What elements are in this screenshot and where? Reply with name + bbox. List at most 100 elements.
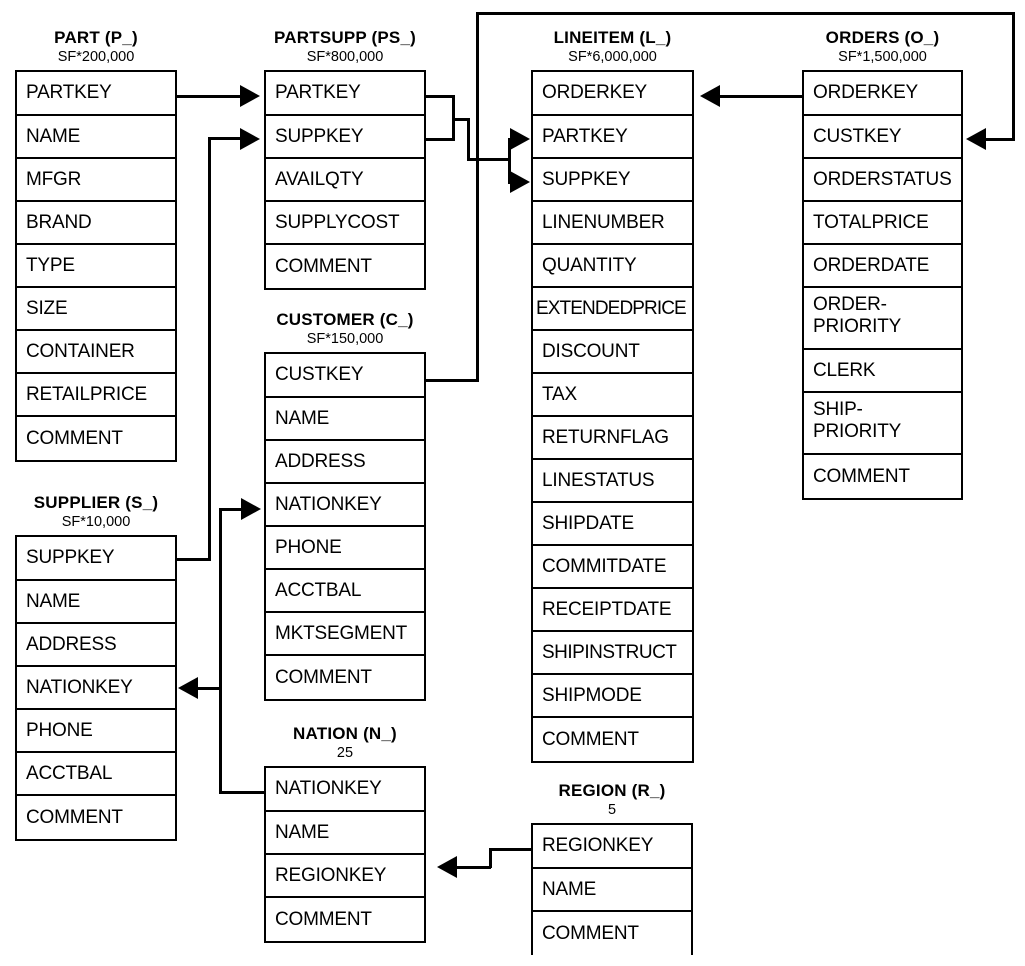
connector-nation-supplier-seg bbox=[196, 687, 222, 690]
table-supplier-box: SUPPKEY NAME ADDRESS NATIONKEY PHONE ACC… bbox=[15, 535, 177, 841]
table-customer-cardinality: SF*150,000 bbox=[306, 331, 384, 347]
connector-orders-lineitem-arrow bbox=[700, 85, 720, 107]
column-lineitem-quantity: QUANTITY bbox=[533, 245, 692, 288]
table-lineitem-title: LINEITEM (L_) bbox=[553, 28, 672, 47]
table-partsupp: PARTSUPP (PS_) SF*800,000 PARTKEY SUPPKE… bbox=[264, 28, 426, 290]
table-part: PART (P_) SF*200,000 PARTKEY NAME MFGR B… bbox=[15, 28, 177, 462]
column-lineitem-extendedprice: EXTENDEDPRICE bbox=[533, 288, 692, 331]
column-lineitem-partkey: PARTKEY bbox=[533, 116, 692, 159]
column-orders-custkey: CUSTKEY bbox=[804, 116, 961, 159]
column-orders-orderkey: ORDERKEY bbox=[804, 72, 961, 116]
table-orders: ORDERS (O_) SF*1,500,000 ORDERKEY CUSTKE… bbox=[802, 28, 963, 500]
column-partsupp-partkey: PARTKEY bbox=[266, 72, 424, 116]
column-supplier-acctbal: ACCTBAL bbox=[17, 753, 175, 796]
column-customer-custkey: CUSTKEY bbox=[266, 354, 424, 398]
column-part-retailprice: RETAILPRICE bbox=[17, 374, 175, 417]
column-customer-comment: COMMENT bbox=[275, 666, 372, 688]
column-part-mfgr: MFGR bbox=[17, 159, 175, 202]
connector-supplier-partsupp-arrow bbox=[240, 128, 260, 150]
column-part-comment: COMMENT bbox=[26, 427, 123, 449]
column-part-size: SIZE bbox=[17, 288, 175, 331]
column-nation-regionkey: REGIONKEY bbox=[266, 855, 424, 898]
table-supplier: SUPPLIER (S_) SF*10,000 SUPPKEY NAME ADD… bbox=[15, 493, 177, 841]
column-orders-shippriority-line1: SHIP- bbox=[813, 399, 863, 420]
column-region-comment: COMMENT bbox=[542, 922, 639, 944]
connector-customer-orders-seg3 bbox=[476, 12, 1015, 15]
column-customer-nationkey: NATIONKEY bbox=[266, 484, 424, 527]
column-orders-orderpriority-line2: PRIORITY bbox=[813, 316, 902, 337]
table-supplier-title: SUPPLIER (S_) bbox=[33, 493, 159, 512]
table-lineitem-cardinality: SF*6,000,000 bbox=[568, 49, 657, 65]
column-orders-shippriority: SHIP- PRIORITY bbox=[804, 393, 961, 455]
column-lineitem-shipinstruct: SHIPINSTRUCT bbox=[533, 632, 692, 675]
column-lineitem-returnflag: RETURNFLAG bbox=[533, 417, 692, 460]
table-part-box: PARTKEY NAME MFGR BRAND TYPE SIZE CONTAI… bbox=[15, 70, 177, 462]
connector-supplier-partsupp-seg1 bbox=[177, 558, 211, 561]
connector-region-nation-arrow bbox=[437, 856, 457, 878]
connector-partsupp-lineitem-seg6 bbox=[467, 158, 511, 161]
column-partsupp-availqty: AVAILQTY bbox=[266, 159, 424, 202]
table-region: REGION (R_) 5 REGIONKEY NAME COMMENT bbox=[531, 781, 693, 955]
column-lineitem-commitdate: COMMITDATE bbox=[533, 546, 692, 589]
table-lineitem-box: ORDERKEY PARTKEY SUPPKEY LINENUMBER QUAN… bbox=[531, 70, 694, 763]
column-lineitem-receiptdate: RECEIPTDATE bbox=[533, 589, 692, 632]
column-orders-comment: COMMENT bbox=[813, 465, 910, 487]
connector-nation-customer-seg bbox=[219, 508, 247, 511]
column-lineitem-suppkey: SUPPKEY bbox=[533, 159, 692, 202]
column-region-regionkey: REGIONKEY bbox=[533, 825, 691, 869]
connector-partsupp-lineitem-seg5 bbox=[467, 118, 470, 161]
column-customer-mktsegment: MKTSEGMENT bbox=[266, 613, 424, 656]
column-lineitem-tax: TAX bbox=[533, 374, 692, 417]
connector-partsupp-lineitem-partkey-arrow bbox=[510, 128, 530, 150]
column-supplier-phone: PHONE bbox=[17, 710, 175, 753]
connector-partsupp-lineitem-suppkey-arrow bbox=[510, 171, 530, 193]
table-nation-box: NATIONKEY NAME REGIONKEY COMMENT bbox=[264, 766, 426, 943]
column-orders-orderpriority-line1: ORDER- bbox=[813, 294, 887, 315]
connector-partsupp-lineitem-seg4 bbox=[452, 118, 470, 121]
table-lineitem: LINEITEM (L_) SF*6,000,000 ORDERKEY PART… bbox=[531, 28, 694, 763]
connector-supplier-partsupp-seg2 bbox=[208, 137, 211, 561]
connector-partsupp-lineitem-seg7 bbox=[508, 138, 511, 184]
table-customer-title: CUSTOMER (C_) bbox=[276, 310, 414, 329]
column-orders-orderstatus: ORDERSTATUS bbox=[804, 159, 961, 202]
column-orders-orderdate: ORDERDATE bbox=[804, 245, 961, 288]
table-partsupp-title: PARTSUPP (PS_) bbox=[274, 28, 416, 47]
table-orders-cardinality: SF*1,500,000 bbox=[838, 49, 927, 65]
connector-orders-lineitem-line bbox=[718, 95, 804, 98]
column-lineitem-shipmode: SHIPMODE bbox=[533, 675, 692, 718]
connector-customer-orders-seg5 bbox=[985, 138, 1015, 141]
connector-customer-orders-seg1 bbox=[426, 379, 479, 382]
table-part-cardinality: SF*200,000 bbox=[57, 49, 135, 65]
column-part-type: TYPE bbox=[17, 245, 175, 288]
table-orders-box: ORDERKEY CUSTKEY ORDERSTATUS TOTALPRICE … bbox=[802, 70, 963, 500]
column-supplier-comment: COMMENT bbox=[26, 806, 123, 828]
column-part-container: CONTAINER bbox=[17, 331, 175, 374]
connector-partsupp-lineitem-seg3 bbox=[426, 138, 455, 141]
connector-part-partsupp-arrow bbox=[240, 85, 260, 107]
column-supplier-address: ADDRESS bbox=[17, 624, 175, 667]
table-nation-title: NATION (N_) bbox=[293, 724, 397, 743]
connector-nation-customer-arrow bbox=[241, 498, 261, 520]
column-region-name: NAME bbox=[533, 869, 691, 912]
table-supplier-cardinality: SF*10,000 bbox=[61, 514, 131, 530]
column-lineitem-discount: DISCOUNT bbox=[533, 331, 692, 374]
column-lineitem-shipdate: SHIPDATE bbox=[533, 503, 692, 546]
column-part-name: NAME bbox=[17, 116, 175, 159]
column-nation-nationkey: NATIONKEY bbox=[266, 768, 424, 812]
column-nation-name: NAME bbox=[266, 812, 424, 855]
table-nation: NATION (N_) 25 NATIONKEY NAME REGIONKEY … bbox=[264, 724, 426, 943]
table-region-box: REGIONKEY NAME COMMENT bbox=[531, 823, 693, 955]
connector-nation-seg2 bbox=[219, 508, 222, 794]
connector-region-nation-seg2 bbox=[489, 848, 492, 868]
table-partsupp-cardinality: SF*800,000 bbox=[306, 49, 384, 65]
column-nation-comment: COMMENT bbox=[275, 908, 372, 930]
connector-part-partsupp-line bbox=[177, 95, 245, 98]
table-region-cardinality: 5 bbox=[607, 802, 617, 818]
connector-nation-seg1 bbox=[221, 791, 266, 794]
column-orders-clerk: CLERK bbox=[804, 350, 961, 393]
column-customer-acctbal: ACCTBAL bbox=[266, 570, 424, 613]
connector-partsupp-lineitem-seg1 bbox=[426, 95, 455, 98]
connector-customer-orders-seg4 bbox=[1012, 12, 1015, 140]
connector-region-nation-seg1 bbox=[489, 848, 533, 851]
column-lineitem-comment: COMMENT bbox=[542, 728, 639, 750]
